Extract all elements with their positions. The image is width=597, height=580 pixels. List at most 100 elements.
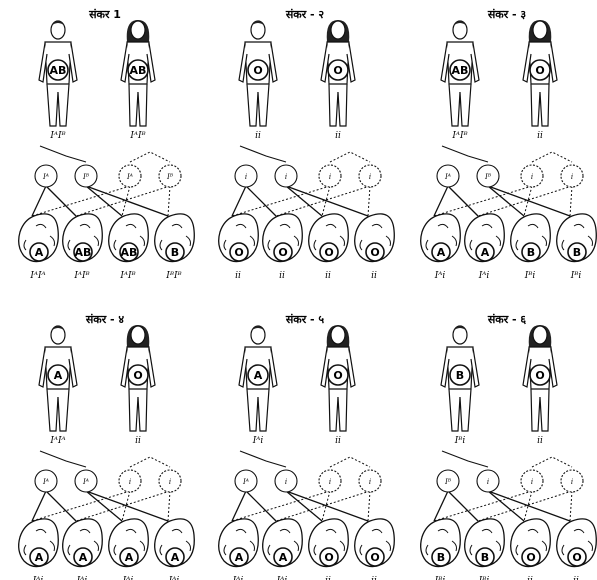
offspring-genotype: Iᴬi [276, 576, 288, 580]
offspring-genotype: Iᴮi [478, 576, 490, 580]
offspring-genotype: ii [371, 576, 377, 580]
offspring-genotype: IᴬIᴮ [73, 271, 89, 281]
inheritance-line [32, 186, 130, 216]
mother-blood-group: O [333, 64, 342, 77]
father-blood-group: O [253, 64, 262, 77]
gamete-label: i [369, 478, 371, 486]
cross-panel: संकर - ४AOIᴬIᴬiiIᴬIᴬiiAIᴬiAIᴬiAIᴬiAIᴬi [19, 313, 195, 580]
inheritance-line [434, 491, 532, 521]
leg-icon [540, 84, 549, 126]
arm-icon [523, 43, 531, 82]
leg-icon [460, 389, 471, 431]
mother-genotype: ii [335, 131, 341, 141]
offspring-embryo: O [263, 214, 303, 262]
offspring-embryo: A [421, 214, 461, 262]
gamete-label: i [531, 478, 533, 486]
arm-icon [471, 43, 479, 82]
offspring-embryo: O [511, 519, 551, 567]
gamete-label: i [531, 173, 533, 181]
inheritance-line [46, 186, 76, 216]
offspring-genotype: ii [279, 271, 285, 281]
inheritance-line [246, 491, 276, 521]
arm-icon [441, 348, 449, 387]
offspring-genotype: ii [573, 576, 579, 580]
leg-icon [129, 389, 138, 431]
mother-figure: O [321, 20, 355, 126]
father-gamete-connector [40, 451, 86, 467]
offspring-genotype: IᴬIᴬ [29, 271, 45, 281]
arm-icon [549, 348, 557, 387]
leg-icon [460, 84, 471, 126]
leg-icon [58, 389, 69, 431]
leg-icon [338, 389, 347, 431]
arm-icon [239, 348, 247, 387]
father-genotype: IᴬIᴮ [451, 131, 467, 141]
mother-figure: O [321, 325, 355, 431]
offspring-embryo: B [421, 519, 461, 567]
gamete-label: i [329, 173, 331, 181]
arm-icon [39, 348, 47, 387]
inheritance-line [168, 491, 170, 521]
inheritance-line [232, 491, 330, 521]
leg-icon [258, 84, 269, 126]
father-figure: A [39, 326, 77, 431]
inheritance-line [434, 491, 448, 521]
mother-genotype: ii [537, 436, 543, 446]
leg-icon [138, 389, 147, 431]
father-genotype: ii [255, 131, 261, 141]
mother-gamete-connector [130, 152, 170, 162]
inheritance-line [32, 186, 46, 216]
inheritance-line [46, 491, 76, 521]
father-genotype: Iᴬi [252, 436, 264, 446]
father-figure: O [239, 21, 277, 126]
leg-icon [449, 389, 460, 431]
offspring-embryo: A [155, 519, 195, 567]
gamete-label: Iᴬ [82, 478, 89, 486]
gamete-label: i [245, 173, 247, 181]
arm-icon [239, 43, 247, 82]
offspring-blood-group: O [370, 551, 379, 564]
offspring-genotype: Iᴬi [478, 271, 490, 281]
leg-icon [449, 84, 460, 126]
inheritance-line [286, 186, 368, 216]
offspring-blood-group: O [324, 246, 333, 259]
father-figure: AB [39, 21, 77, 126]
inheritance-line [286, 491, 322, 521]
offspring-embryo: A [63, 519, 103, 567]
cross-title: संकर - ४ [85, 313, 125, 326]
cross-title: संकर - ५ [285, 313, 325, 326]
offspring-blood-group: A [35, 246, 44, 259]
father-gamete-connector [442, 146, 488, 162]
inheritance-line [86, 491, 168, 521]
mother-gamete-connector [330, 152, 370, 162]
arm-icon [147, 348, 155, 387]
offspring-genotype: ii [371, 271, 377, 281]
offspring-genotype: IᴬIᴮ [119, 271, 135, 281]
mother-figure: O [121, 325, 155, 431]
offspring-embryo: AB [63, 214, 103, 262]
offspring-genotype: Iᴬi [122, 576, 134, 580]
mother-blood-group: O [535, 64, 544, 77]
inheritance-line [232, 491, 246, 521]
head-icon [331, 326, 345, 344]
leg-icon [129, 84, 138, 126]
offspring-embryo: B [557, 214, 597, 262]
gamete-label: Iᴬ [42, 478, 49, 486]
offspring-genotype: Iᴮi [524, 271, 536, 281]
leg-icon [247, 389, 258, 431]
offspring-embryo: A [465, 214, 505, 262]
mother-blood-group: O [333, 369, 342, 382]
offspring-embryo: B [155, 214, 195, 262]
arm-icon [121, 43, 129, 82]
leg-icon [531, 84, 540, 126]
cross-title: संकर - ६ [487, 313, 527, 326]
head-icon [131, 326, 145, 344]
offspring-blood-group: O [526, 551, 535, 564]
inheritance-line [86, 186, 168, 216]
offspring-embryo: A [263, 519, 303, 567]
offspring-genotype: Iᴮi [570, 271, 582, 281]
gamete-label: Iᴬ [42, 173, 49, 181]
offspring-genotype: ii [527, 576, 533, 580]
inheritance-line [168, 186, 170, 216]
inheritance-line [488, 491, 524, 521]
